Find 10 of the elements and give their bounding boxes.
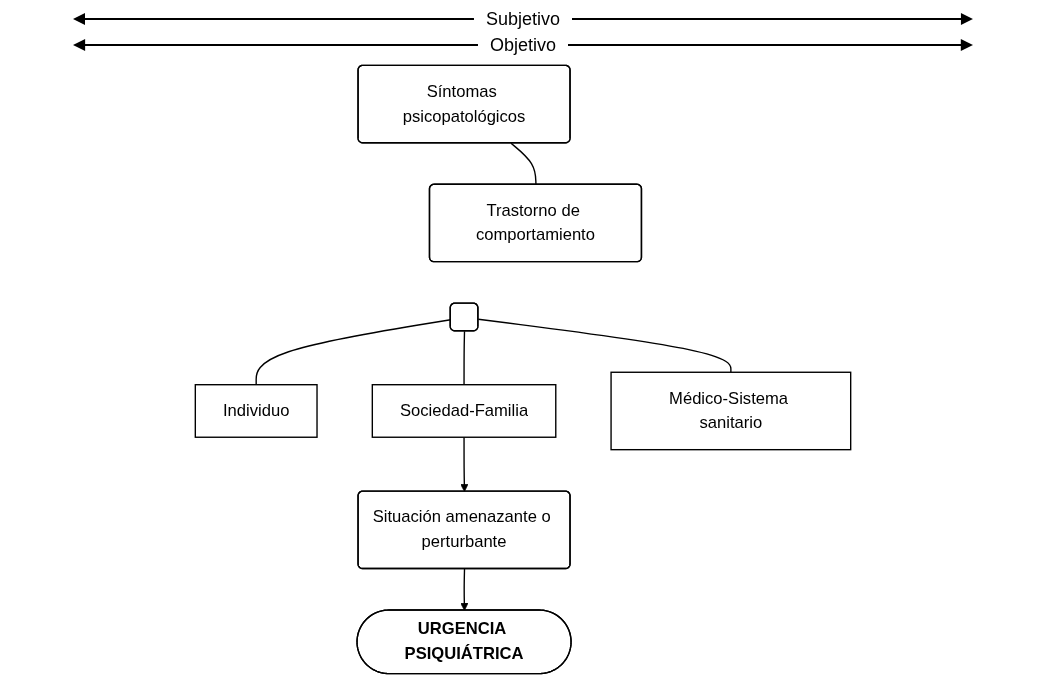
connector bbox=[463, 330, 466, 386]
connector bbox=[510, 142, 537, 186]
node-box: Sociedad-Familia bbox=[371, 384, 557, 438]
arrow bbox=[460, 436, 469, 492]
connector bbox=[477, 318, 732, 373]
axis-label: Objetivo bbox=[489, 34, 558, 56]
axis-label: Subjetivo bbox=[484, 8, 562, 30]
node-box: Médico-Sistema sanitario bbox=[610, 371, 852, 451]
node-box: Individuo bbox=[194, 384, 318, 438]
arrow bbox=[460, 568, 469, 611]
